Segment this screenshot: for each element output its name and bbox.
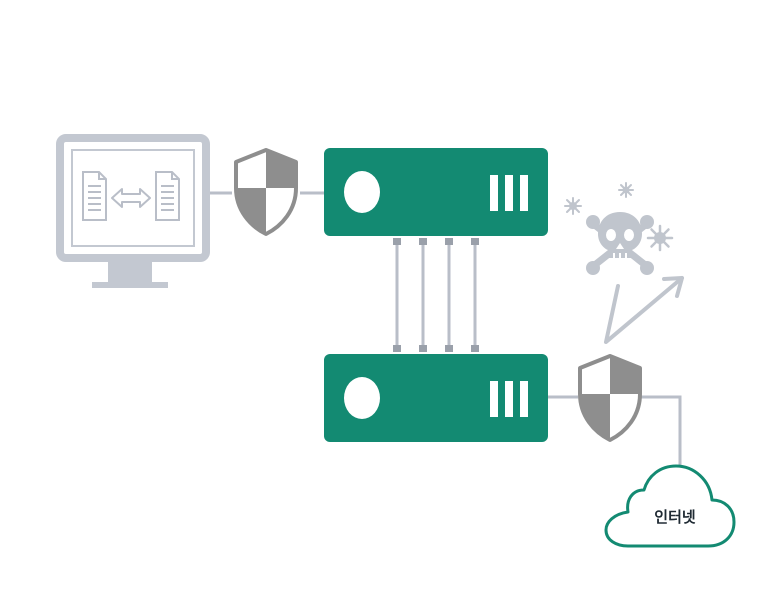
double-arrow-icon xyxy=(111,188,151,208)
skull-crossbones-icon xyxy=(586,212,654,275)
server-cable xyxy=(393,238,401,352)
server-cable xyxy=(445,238,453,352)
deflect-arrow-icon xyxy=(604,276,684,344)
virus-icon xyxy=(564,197,582,215)
server-cables xyxy=(393,238,479,352)
server-cable xyxy=(471,238,479,352)
document-icon xyxy=(155,171,180,221)
shield-to-cloud-line xyxy=(640,395,682,468)
document-icon xyxy=(82,171,107,221)
shield-icon xyxy=(234,148,298,236)
virus-icon xyxy=(646,224,674,252)
shield-icon xyxy=(578,354,642,442)
cloud-icon: 인터넷 xyxy=(604,464,736,548)
server-icon xyxy=(324,148,548,236)
cloud-label: 인터넷 xyxy=(654,508,696,526)
monitor-icon xyxy=(56,134,210,288)
server-cable xyxy=(419,238,427,352)
server-icon xyxy=(324,354,548,442)
virus-icon xyxy=(618,182,634,198)
connector-lines xyxy=(206,191,682,468)
